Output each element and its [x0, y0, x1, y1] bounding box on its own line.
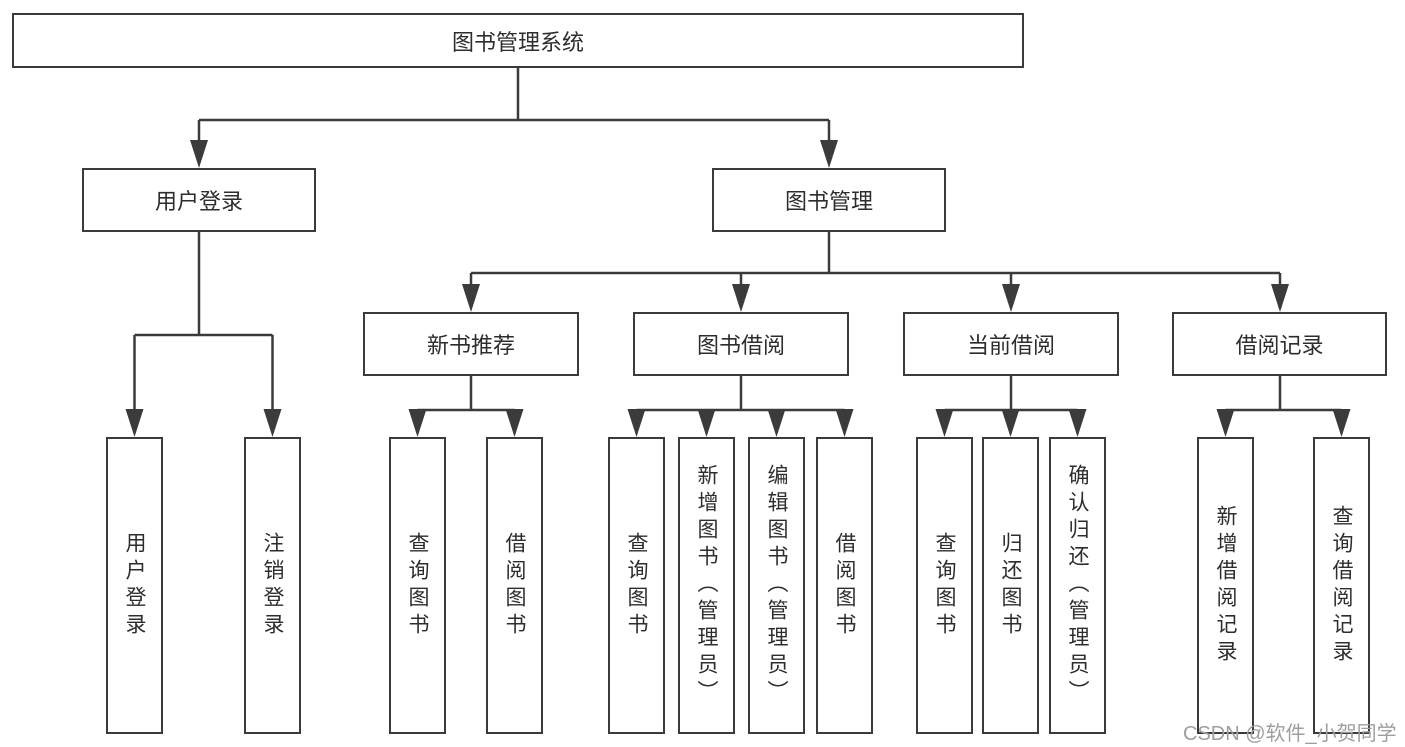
node-borrow-records-label: 借阅记录	[1235, 333, 1324, 358]
node-new-book-recommend: 新书推荐	[363, 312, 579, 376]
leaf-edit-books-admin: 编辑图书（管理员）	[748, 437, 805, 734]
leaf-query-books-borrow: 查询图书	[608, 437, 665, 734]
leaf-query-books-current-label: 查询图书	[933, 531, 956, 640]
leaf-borrow-books: 借阅图书	[816, 437, 873, 734]
leaf-user-login: 用户登录	[106, 437, 163, 734]
leaf-edit-books-admin-label: 编辑图书（管理员）	[765, 464, 788, 707]
leaf-add-books-admin-label: 新增图书（管理员）	[695, 464, 718, 707]
node-user-login-label: 用户登录	[154, 189, 243, 214]
leaf-confirm-return-admin: 确认归还（管理员）	[1049, 437, 1106, 734]
leaf-query-books-newbook-label: 查询图书	[406, 531, 429, 640]
csdn-watermark: CSDN @软件_小贺同学	[1183, 723, 1397, 745]
leaf-query-borrow-record-label: 查询借阅记录	[1330, 504, 1353, 667]
node-borrow-records: 借阅记录	[1172, 312, 1387, 376]
leaf-return-books: 归还图书	[982, 437, 1039, 734]
leaf-query-books-borrow-label: 查询图书	[625, 531, 648, 640]
node-book-borrowing-label: 图书借阅	[696, 333, 785, 358]
leaf-logout-label: 注销登录	[261, 531, 284, 640]
leaf-borrow-books-newbook: 借阅图书	[486, 437, 543, 734]
leaf-query-borrow-record: 查询借阅记录	[1313, 437, 1370, 734]
node-root-label: 图书管理系统	[451, 29, 584, 55]
node-root-library-system: 图书管理系统	[12, 13, 1024, 68]
leaf-borrow-books-label: 借阅图书	[833, 531, 856, 640]
node-book-management: 图书管理	[712, 168, 946, 232]
leaf-query-books-newbook: 查询图书	[389, 437, 446, 734]
node-current-borrowing-label: 当前借阅	[966, 333, 1055, 358]
node-user-login: 用户登录	[82, 168, 316, 232]
leaf-logout: 注销登录	[244, 437, 301, 734]
node-book-management-label: 图书管理	[784, 189, 873, 214]
node-current-borrowing: 当前借阅	[903, 312, 1119, 376]
leaf-borrow-books-newbook-label: 借阅图书	[503, 531, 526, 640]
leaf-confirm-return-admin-label: 确认归还（管理员）	[1066, 464, 1089, 707]
leaf-user-login-label: 用户登录	[123, 531, 146, 640]
leaf-add-books-admin: 新增图书（管理员）	[678, 437, 735, 734]
leaf-add-borrow-record: 新增借阅记录	[1197, 437, 1254, 734]
node-book-borrowing: 图书借阅	[633, 312, 849, 376]
leaf-add-borrow-record-label: 新增借阅记录	[1214, 504, 1237, 667]
leaf-query-books-current: 查询图书	[916, 437, 973, 734]
node-new-book-recommend-label: 新书推荐	[426, 333, 515, 358]
leaf-return-books-label: 归还图书	[999, 531, 1022, 640]
